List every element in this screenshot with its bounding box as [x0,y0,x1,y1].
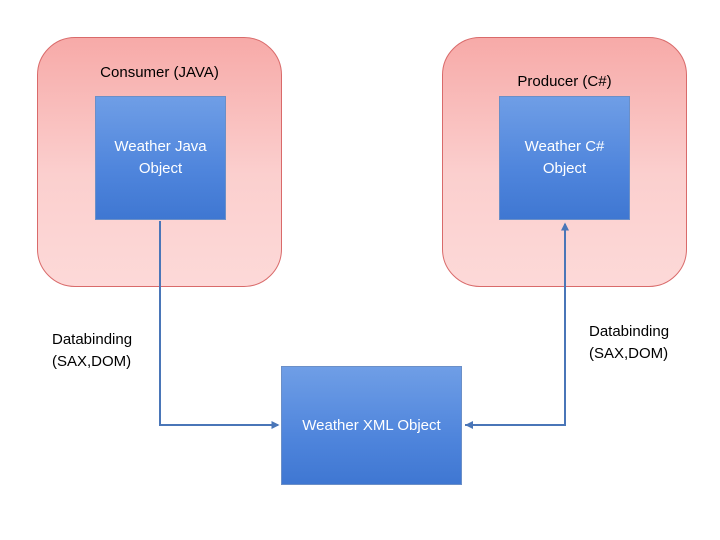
weather-java-object-box: Weather Java Object [95,96,226,220]
right-databinding-label: Databinding (SAX,DOM) [589,323,670,362]
xml-start-arrowhead [465,421,473,429]
consumer-to-xml-connector [159,221,280,429]
xml-to-producer-connector [465,222,569,426]
left-databinding-label: Databinding (SAX,DOM) [52,331,133,370]
weather-csharp-object-box: Weather C# Object [499,96,630,220]
weather-xml-object-box: Weather XML Object [281,366,462,485]
weather-csharp-object-label: Weather C# Object [524,138,605,177]
consumer-title: Consumer (JAVA) [100,64,219,81]
producer-title: Producer (C#) [517,73,612,90]
weather-xml-object-label: Weather XML Object [302,416,441,434]
weather-java-object-label: Weather Java Object [114,138,207,177]
